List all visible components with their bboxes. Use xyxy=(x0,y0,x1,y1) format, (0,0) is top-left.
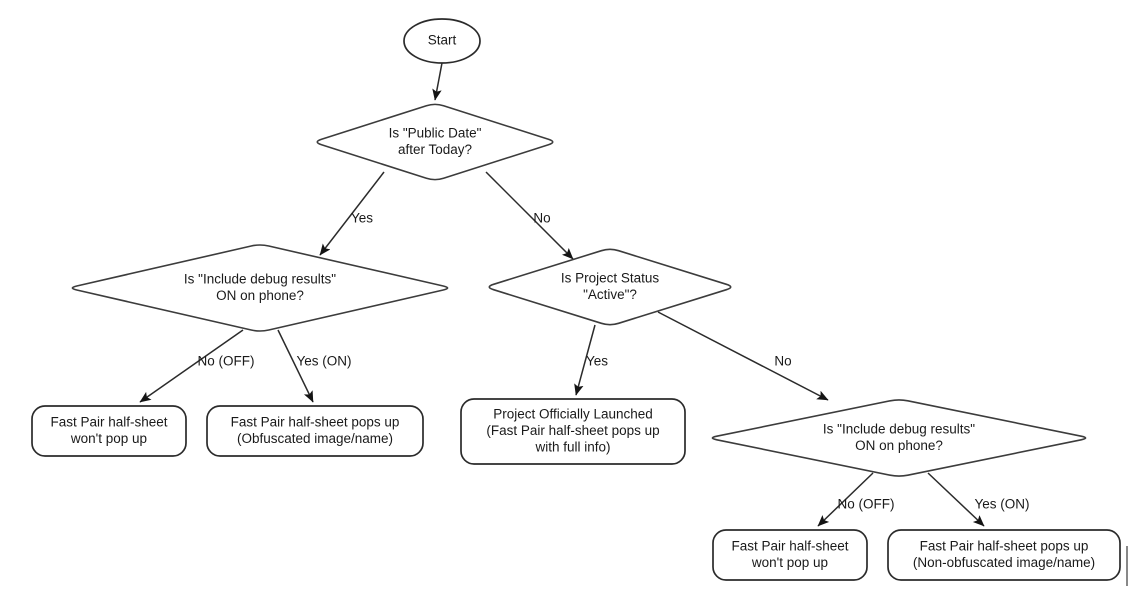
edge-label: Yes (ON) xyxy=(974,497,1029,512)
edge-debug-right-yes-on: Yes (ON) xyxy=(927,472,1030,527)
edge-debug-left-yes-on: Yes (ON) xyxy=(277,329,352,403)
process-box xyxy=(460,398,686,465)
edge-line xyxy=(574,324,596,396)
node-label-line: (Obfuscated image/name) xyxy=(237,431,393,446)
node-label-line: Project Officially Launched xyxy=(493,407,653,422)
terminal-oval xyxy=(403,18,481,64)
node-debug-left: Is "Include debug results" ON on phone? xyxy=(71,244,449,332)
process-box xyxy=(31,405,187,457)
process-box xyxy=(712,529,868,581)
node-officially-launched: Project Officially Launched(Fast Pair ha… xyxy=(460,398,686,465)
node-label-line: won't pop up xyxy=(751,555,828,570)
node-label-line: Fast Pair half-sheet pops up xyxy=(920,538,1089,553)
node-start: Start xyxy=(403,18,481,64)
node-label-line: Is Project Status xyxy=(561,270,660,285)
node-label-line: "Active"? xyxy=(583,287,637,302)
edge-project-status-no: No xyxy=(657,311,829,401)
edge-label: No (OFF) xyxy=(838,497,895,512)
edge-line xyxy=(139,329,244,403)
nodes-layer: Start Is "Public Date" after Today? Is "Inc… xyxy=(31,18,1121,581)
decision-diamond xyxy=(316,103,554,181)
edge-line xyxy=(817,472,874,527)
node-label-line: with full info) xyxy=(534,440,610,455)
edge-debug-left-no-off: No (OFF) xyxy=(139,329,255,403)
node-label-line: Is "Include debug results" xyxy=(184,271,336,286)
edge-label: Yes (ON) xyxy=(296,354,351,369)
decision-diamond xyxy=(488,248,732,326)
node-label-line: won't pop up xyxy=(70,431,147,446)
node-debug-right: Is "Include debug results" ON on phone? xyxy=(711,399,1087,477)
edge-line xyxy=(485,171,574,260)
node-label-line: after Today? xyxy=(398,142,472,157)
edge-line xyxy=(927,472,985,527)
node-no-popup-left: Fast Pair half-sheet won't pop up xyxy=(31,405,187,457)
edge-label: Yes xyxy=(586,354,608,369)
edge-label: No (OFF) xyxy=(198,354,255,369)
node-public-date: Is "Public Date" after Today? xyxy=(316,103,554,181)
node-label-line: Fast Pair half-sheet xyxy=(731,538,848,553)
node-obfuscated-popup: Fast Pair half-sheet pops up (Obfuscated … xyxy=(206,405,424,457)
node-label-line: ON on phone? xyxy=(855,438,943,453)
decision-diamond xyxy=(711,399,1087,477)
node-label-line: Start xyxy=(428,33,457,48)
node-label-line: Fast Pair half-sheet xyxy=(50,414,167,429)
edge-start-to-public-date xyxy=(432,62,443,101)
edge-public-date-yes: Yes xyxy=(319,171,385,256)
edge-line xyxy=(657,311,829,401)
edge-label: Yes xyxy=(351,211,373,226)
edge-label: No xyxy=(533,211,550,226)
process-box xyxy=(206,405,424,457)
node-non-obfuscated-popup: Fast Pair half-sheet pops up (Non-obfusca… xyxy=(887,529,1121,581)
node-label-line: Is "Include debug results" xyxy=(823,421,975,436)
node-label-line: (Non-obfuscated image/name) xyxy=(913,555,1095,570)
node-label-line: Is "Public Date" xyxy=(389,125,482,140)
decision-diamond xyxy=(71,244,449,332)
edge-public-date-no: No xyxy=(485,171,574,260)
edge-line xyxy=(277,329,314,403)
edge-project-status-yes: Yes xyxy=(574,324,608,396)
edge-line xyxy=(432,62,443,101)
edge-debug-right-no-off: No (OFF) xyxy=(817,472,895,527)
process-box xyxy=(887,529,1121,581)
node-label-line: (Fast Pair half-sheet pops up xyxy=(486,423,659,438)
node-label-line: Fast Pair half-sheet pops up xyxy=(231,414,400,429)
node-no-popup-right: Fast Pair half-sheet won't pop up xyxy=(712,529,868,581)
edge-label: No xyxy=(774,354,791,369)
node-label-line: ON on phone? xyxy=(216,288,304,303)
edge-line xyxy=(319,171,385,256)
node-project-status: Is Project Status "Active"? xyxy=(488,248,732,326)
